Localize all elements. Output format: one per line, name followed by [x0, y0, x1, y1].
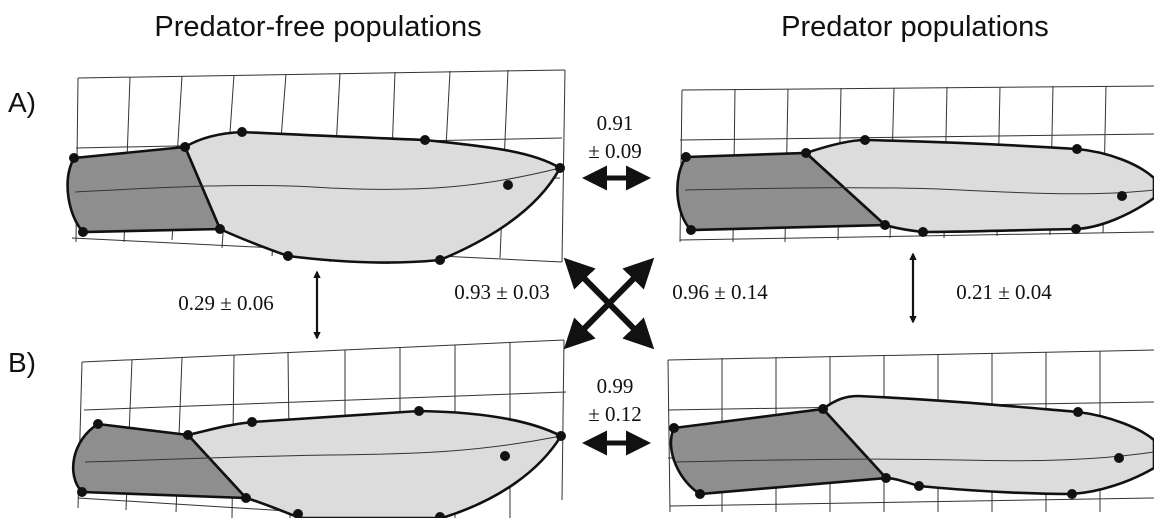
bottom-horizontal-value-line2: ± 0.12	[588, 402, 642, 426]
right-vertical-value: 0.21 ± 0.04	[956, 280, 1052, 304]
row-label-a: A)	[8, 87, 36, 118]
header-predator: Predator populations	[781, 11, 1049, 43]
top-horizontal-value-line2: ± 0.09	[588, 139, 642, 163]
fish-shape-a-predator-free	[66, 69, 566, 265]
diagonal-right-value: 0.96 ± 0.14	[672, 280, 768, 304]
top-horizontal-value-line1: 0.91	[597, 111, 634, 135]
fish-shape-b-predator	[667, 349, 1154, 513]
fish-shape-b-predator-free	[71, 339, 567, 518]
diagonal-arrow-right-up	[563, 257, 655, 350]
header-predator-free: Predator-free populations	[154, 11, 481, 43]
diagonal-left-value: 0.93 ± 0.03	[454, 280, 550, 304]
bottom-horizontal-value-line1: 0.99	[597, 374, 634, 398]
left-vertical-value: 0.29 ± 0.06	[178, 291, 274, 315]
row-label-b: B)	[8, 347, 36, 378]
fish-shape-a-predator	[676, 85, 1154, 243]
